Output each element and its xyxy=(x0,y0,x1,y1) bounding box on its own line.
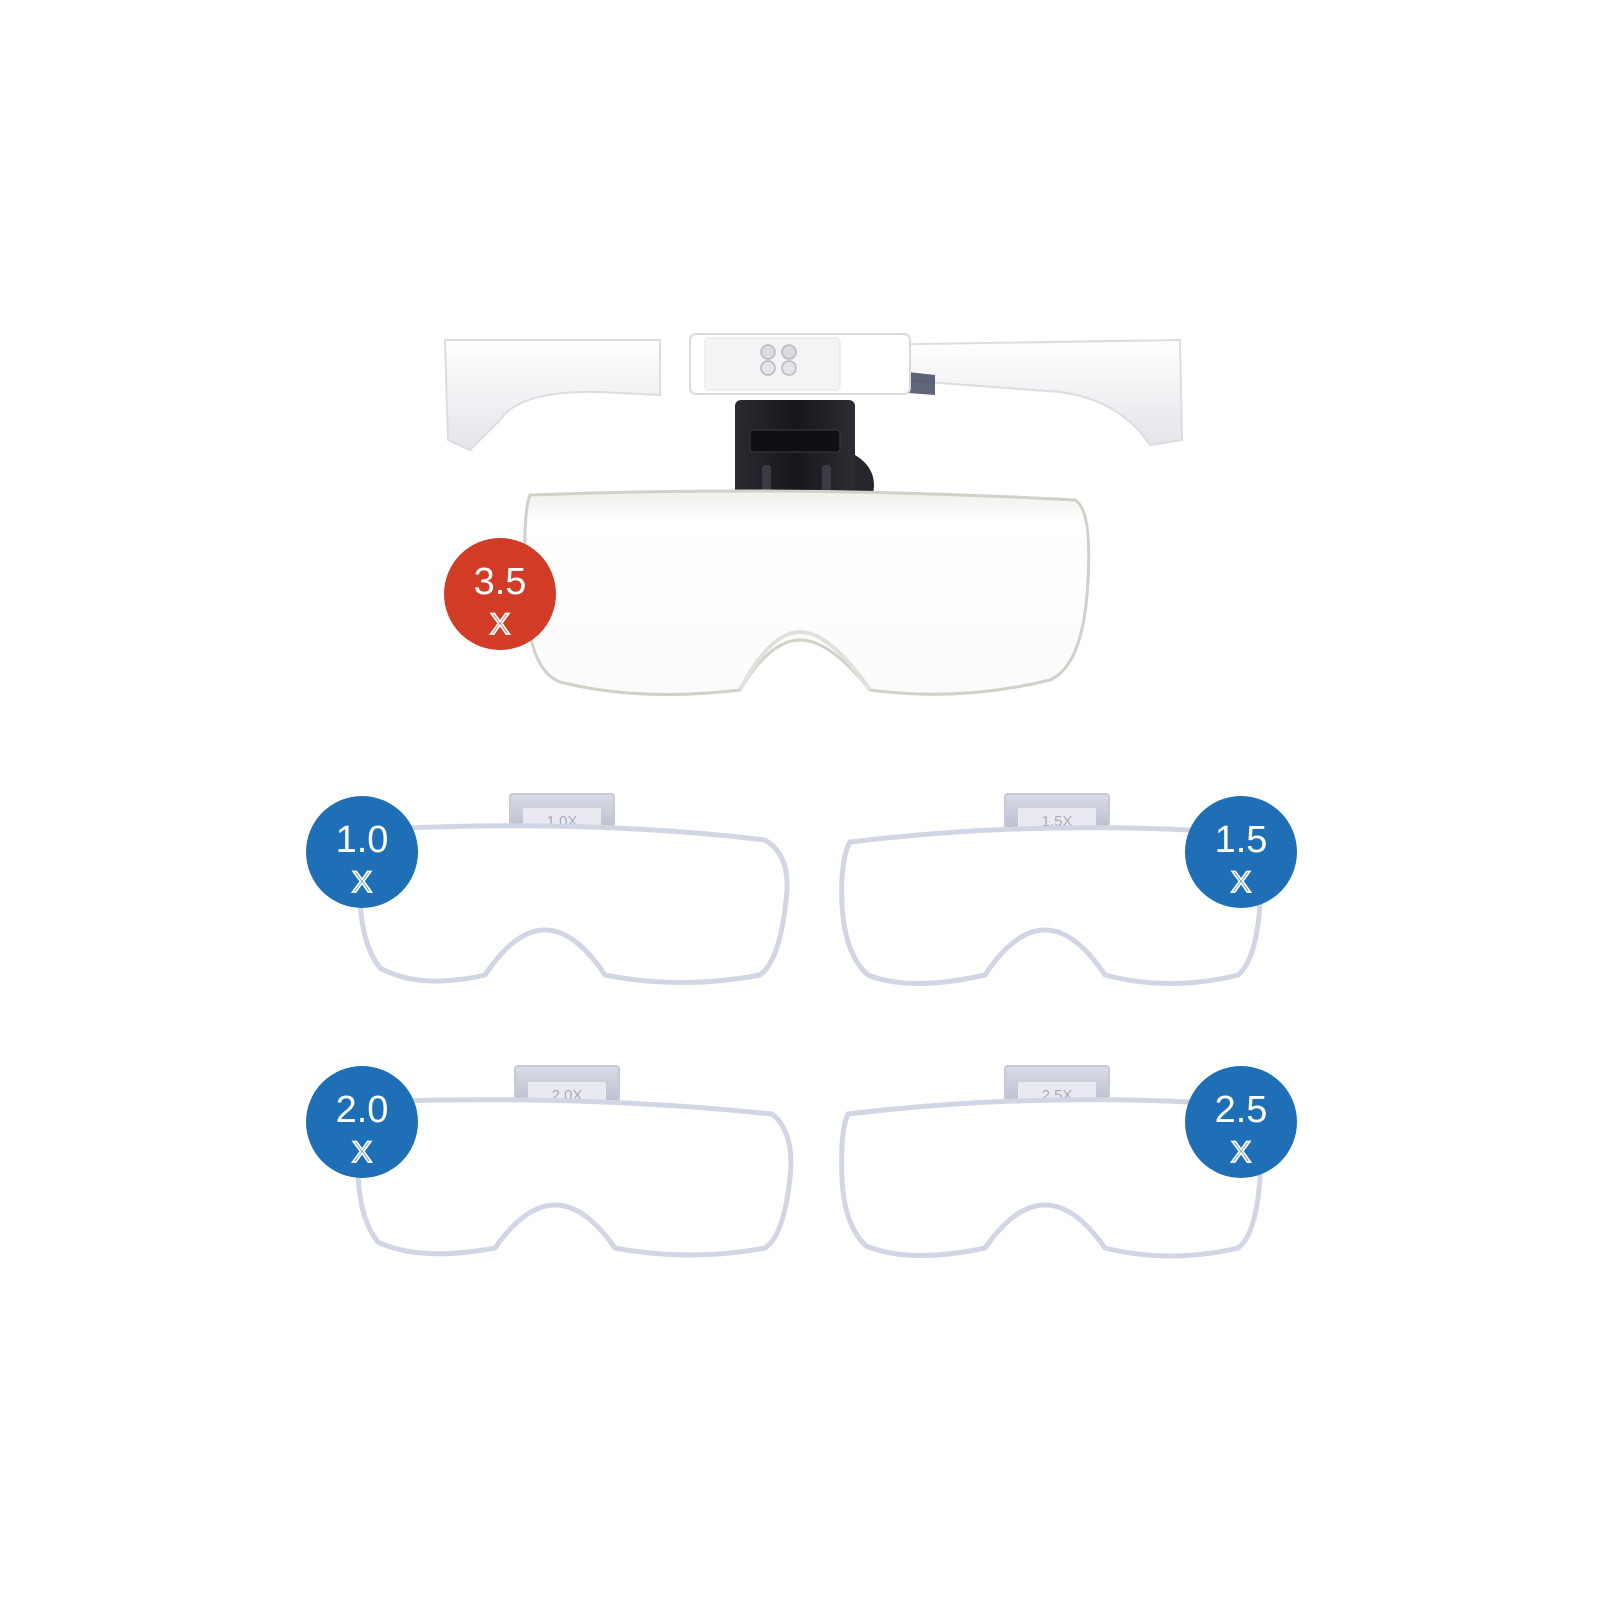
magnification-badge-2-5x: 2.5 X xyxy=(1185,1066,1297,1178)
magnification-badge-3-5x: 3.5 X xyxy=(444,538,556,650)
led-light-icon xyxy=(781,344,797,360)
badge-value: 2.5 xyxy=(1215,1089,1268,1131)
badge-unit: X xyxy=(1231,1136,1251,1169)
lens-2-0x: 2.0X xyxy=(355,1065,794,1258)
main-lens xyxy=(523,489,1091,696)
badge-value: 1.5 xyxy=(1215,819,1268,861)
led-light-icon xyxy=(760,344,776,360)
badge-unit: X xyxy=(352,1136,372,1169)
badge-value: 1.0 xyxy=(336,819,389,861)
badge-unit: X xyxy=(1231,866,1251,899)
lens-1-5x: 1.5X xyxy=(839,793,1263,986)
led-module xyxy=(689,333,911,395)
lens-clip xyxy=(735,400,874,508)
badge-unit: X xyxy=(352,866,372,899)
badge-value: 3.5 xyxy=(474,561,527,603)
lens-1-0x: 1.0X xyxy=(357,793,790,985)
magnification-badge-1-5x: 1.5 X xyxy=(1185,796,1297,908)
led-light-icon xyxy=(760,360,776,376)
badge-unit: X xyxy=(490,608,510,641)
badge-value: 2.0 xyxy=(336,1089,389,1131)
magnification-badge-1-0x: 1.0 X xyxy=(306,796,418,908)
magnification-badge-2-0x: 2.0 X xyxy=(306,1066,418,1178)
led-light-icon xyxy=(781,360,797,376)
